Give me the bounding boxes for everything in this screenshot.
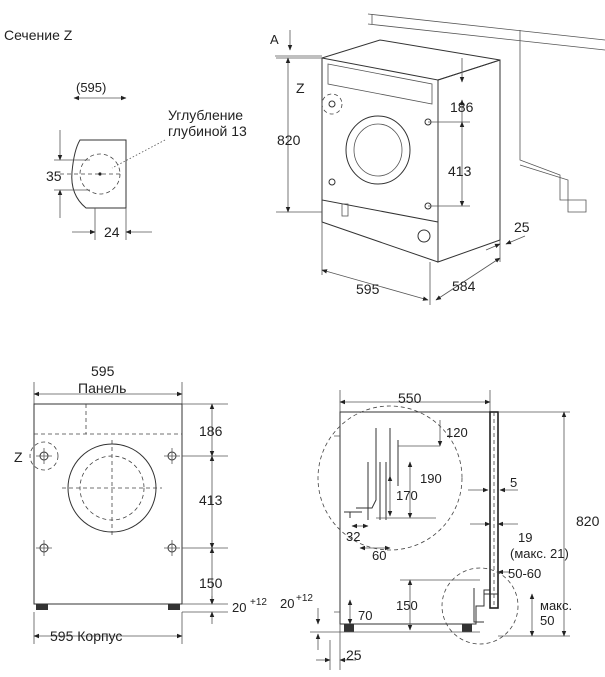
side-d25-label: 25 — [346, 647, 362, 663]
perspective-a-label: A — [270, 32, 279, 47]
side-depth-label: 550 — [398, 390, 422, 406]
front-control-panel — [34, 404, 182, 435]
section-z-center-dot — [98, 172, 102, 176]
side-view: 550 820 120 190 170 5 32 60 19 (макс. 2 — [280, 390, 600, 670]
front-ext-lines — [182, 403, 228, 613]
machine-door — [345, 115, 411, 185]
side-d32-label: 32 — [346, 529, 360, 544]
front-foot-sup: +12 — [250, 597, 267, 608]
side-d70-label: 70 — [358, 608, 372, 623]
machine-side — [437, 59, 501, 263]
side-d190-label: 190 — [420, 471, 442, 486]
section-z-leader — [111, 139, 166, 169]
perspective-z-label: Z — [296, 80, 305, 96]
side-max-label: макс. — [540, 598, 572, 613]
perspective-width-label: 595 — [356, 281, 380, 297]
side-d5060-label: 50-60 — [508, 566, 541, 581]
side-d19-note: (макс. 21) — [510, 546, 569, 561]
side-hinge-parts — [356, 428, 399, 520]
front-foot-left — [36, 604, 48, 610]
machine-foot-cover — [341, 203, 349, 217]
p25-arrow-2 — [505, 235, 526, 245]
perspective-side-label: 25 — [514, 219, 530, 235]
machine-door-inner — [353, 123, 403, 177]
side-foot-rear — [344, 624, 354, 632]
front-hinge-holes — [36, 448, 180, 556]
niche-side — [519, 40, 587, 213]
hinge-hole-3 — [328, 178, 336, 186]
side-d60-label: 60 — [372, 548, 386, 563]
side-hinge-screw — [344, 511, 362, 518]
section-z-depth-label: 24 — [104, 224, 120, 240]
front-panel-label: Панель — [78, 380, 126, 396]
side-d150-label: 150 — [396, 598, 418, 613]
niche-top-lines — [367, 13, 605, 51]
perspective-view: Z A 820 186 413 595 584 25 — [270, 13, 605, 305]
side-d170-label: 170 — [396, 488, 418, 503]
hinge-hole-1 — [328, 100, 336, 108]
front-z-circle — [29, 441, 59, 471]
side-foot-detail — [441, 567, 519, 645]
side-height-label: 820 — [576, 513, 600, 529]
front-foot-right — [168, 604, 180, 610]
perspective-top-label: 186 — [450, 99, 474, 115]
front-bottom-label: 150 — [199, 575, 223, 591]
side-foot-parts — [473, 588, 498, 623]
front-panel — [33, 403, 183, 605]
side-max-value: 50 — [540, 613, 554, 628]
section-z-title: Сечение Z — [4, 27, 73, 43]
front-width-label: 595 — [91, 363, 115, 379]
side-foot-front — [462, 624, 472, 632]
niche-top-ticks — [371, 14, 521, 40]
side-body-ticks — [334, 435, 340, 613]
front-corpus-label: 595 Корпус — [50, 628, 122, 644]
front-mid-label: 413 — [199, 492, 223, 508]
machine-front — [321, 57, 439, 223]
p25-arrow-1 — [485, 243, 501, 251]
section-z-recess-label-1: Углубление — [168, 107, 243, 123]
perspective-height-label: 820 — [277, 132, 301, 148]
section-z-detail: Сечение Z (595) Углубление глубиной 13 3… — [4, 27, 247, 240]
p584-dim — [435, 257, 501, 301]
side-foot-label: 20 — [280, 596, 294, 611]
front-foot-label: 20 — [232, 600, 246, 615]
machine-control-panel — [327, 63, 433, 105]
side-foot-sup: +12 — [296, 593, 313, 604]
section-z-width-label: (595) — [76, 80, 106, 95]
front-z-label: Z — [14, 449, 23, 465]
section-z-recess-label-2: глубиной 13 — [168, 123, 247, 139]
side-d120-label: 120 — [446, 425, 468, 440]
section-z-panel — [71, 139, 127, 209]
side-d5-label: 5 — [510, 475, 517, 490]
section-z-height-label: 35 — [46, 168, 62, 184]
front-top-label: 186 — [199, 423, 223, 439]
perspective-mid-label: 413 — [448, 163, 472, 179]
machine-drain — [417, 229, 431, 243]
perspective-depth-label: 584 — [452, 278, 476, 294]
perspective-z-circle — [321, 93, 343, 115]
p595-dim — [321, 269, 429, 301]
machine-top — [321, 39, 501, 81]
front-view: 595 Панель Z 186 413 150 20 +12 — [14, 363, 267, 644]
side-d19-label: 19 — [518, 530, 532, 545]
